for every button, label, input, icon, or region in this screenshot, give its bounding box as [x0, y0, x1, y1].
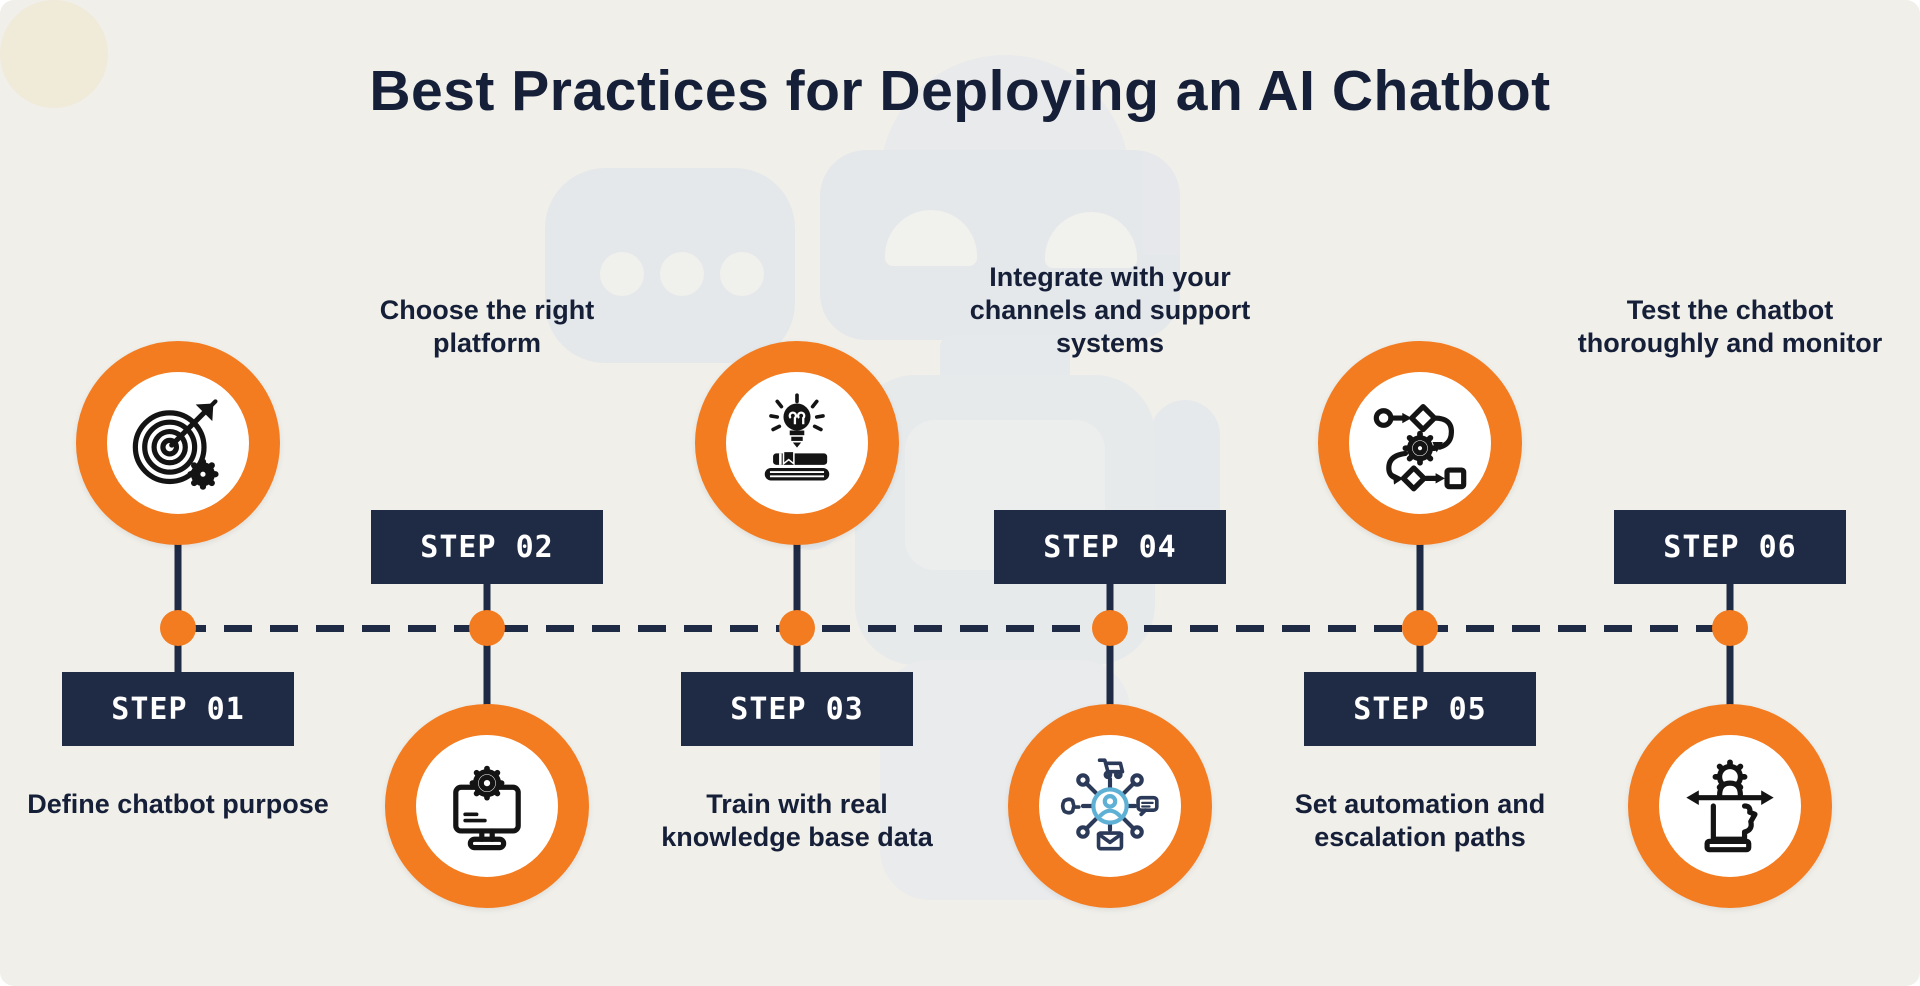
knowledge-book-bulb-icon [745, 391, 849, 495]
step-5-label-box: STEP 05 [1304, 672, 1536, 746]
step-6-connector-line [1726, 584, 1734, 710]
step-6-timeline-dot [1712, 610, 1748, 646]
step-6-icon-circle [1628, 704, 1832, 908]
step-2-column: Choose the right platform STEP 02 [332, 0, 642, 986]
step-5-icon-circle [1318, 341, 1522, 545]
step-5-connector-line [1416, 540, 1424, 674]
step-2-connector-line [483, 584, 491, 710]
step-4-timeline-dot [1092, 610, 1128, 646]
step-6-label-box: STEP 06 [1614, 510, 1846, 584]
step-1-timeline-dot [160, 610, 196, 646]
workflow-icon [1368, 391, 1472, 495]
step-5-label: STEP 05 [1353, 691, 1487, 727]
step-1-description: Define chatbot purpose [27, 789, 329, 819]
page-title: Best Practices for Deploying an AI Chatb… [369, 59, 1551, 123]
step-1-icon-circle [76, 341, 280, 545]
step-4-column: Integrate with your channels and support… [955, 0, 1265, 986]
timeline-dashed-line [178, 625, 1730, 632]
step-4-label: STEP 04 [1043, 529, 1177, 565]
step-2-description: Choose the right platform [379, 295, 595, 359]
step-3-connector-line [793, 540, 801, 674]
step-1-column: STEP 01 Define chatbot purpose [23, 0, 333, 986]
step-3-icon-circle [695, 341, 899, 545]
step-3-label: STEP 03 [730, 691, 864, 727]
step-3-timeline-dot [779, 610, 815, 646]
omnichannel-icon [1058, 754, 1162, 858]
step-4-label-box: STEP 04 [994, 510, 1226, 584]
step-5-timeline-dot [1402, 610, 1438, 646]
step-1-connector-line [174, 540, 182, 674]
target-gear-icon [126, 391, 230, 495]
step-3-column: STEP 03 Train with real knowledge base d… [642, 0, 952, 986]
step-2-timeline-dot [469, 610, 505, 646]
step-2-label: STEP 02 [420, 529, 554, 565]
step-2-label-box: STEP 02 [371, 510, 603, 584]
step-2-icon-circle [385, 704, 589, 908]
step-6-column: Test the chatbot thoroughly and monitor … [1575, 0, 1885, 986]
step-6-description: Test the chatbot thoroughly and monitor [1577, 295, 1883, 359]
step-3-label-box: STEP 03 [681, 672, 913, 746]
step-1-label: STEP 01 [111, 691, 245, 727]
monitor-gear-icon [435, 754, 539, 858]
step-5-column: STEP 05 Set automation and escalation pa… [1265, 0, 1575, 986]
step-3-description: Train with real knowledge base data [661, 789, 933, 852]
step-4-icon-circle [1008, 704, 1212, 908]
step-5-description: Set automation and escalation paths [1294, 789, 1546, 852]
step-4-connector-line [1106, 584, 1114, 710]
head-gear-test-icon [1678, 754, 1782, 858]
step-4-description: Integrate with your channels and support… [969, 262, 1251, 359]
step-1-label-box: STEP 01 [62, 672, 294, 746]
step-6-label: STEP 06 [1663, 529, 1797, 565]
